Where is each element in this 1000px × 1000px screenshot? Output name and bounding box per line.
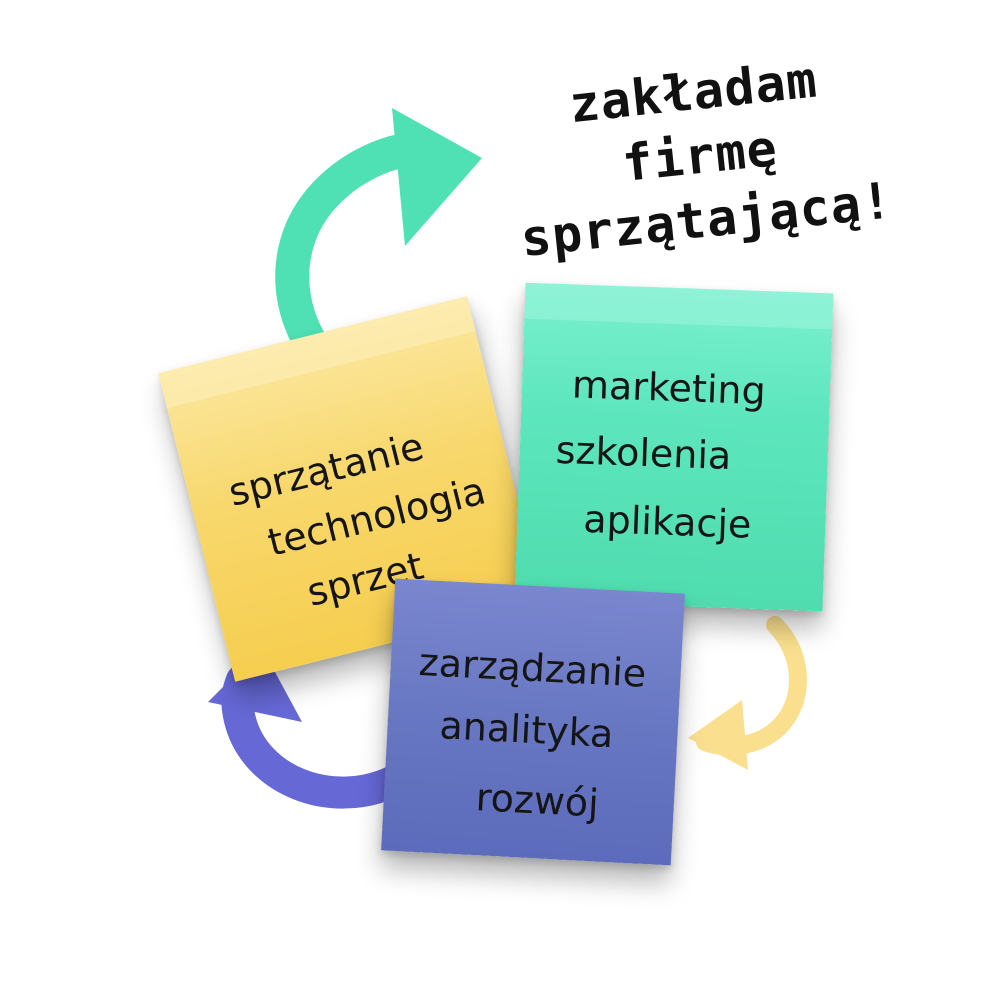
note-line: rozwój (474, 775, 600, 826)
note-line: szkolenia (555, 427, 733, 478)
sticky-note-blue: zarządzanie analityka rozwój (381, 578, 685, 866)
sticky-note-green: marketing szkolenia aplikacje (514, 282, 834, 612)
yellow-arrow (688, 616, 807, 770)
note-line: marketing (571, 362, 767, 414)
note-line: aplikacje (582, 496, 753, 547)
blue-arrow (208, 648, 408, 809)
note-line: analityka (438, 703, 615, 757)
note-line: zarządzanie (417, 639, 648, 696)
